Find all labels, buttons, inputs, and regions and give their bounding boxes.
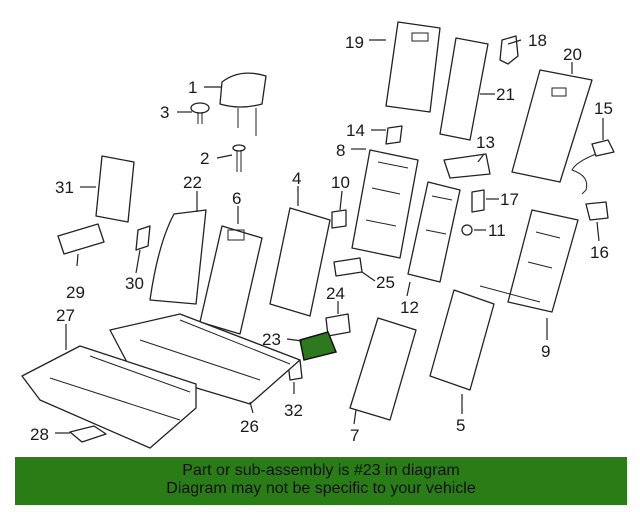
callout-28: 28: [30, 425, 49, 444]
part-6-backrest-cover: [199, 225, 263, 335]
callout-25: 25: [376, 273, 395, 292]
callout-31: 31: [55, 178, 74, 197]
part-31-panel: [95, 155, 135, 223]
part-10-clip: [331, 209, 347, 229]
part-28-clip: [69, 425, 107, 443]
part-4-backrest-cover: [269, 207, 331, 317]
part-21-panel: [439, 37, 489, 141]
part-13-bracket: [443, 153, 491, 179]
callout-4: 4: [292, 169, 301, 188]
part-16-clip: [585, 201, 609, 221]
part-27-seat-cover: [21, 345, 197, 449]
banner-line-1: Part or sub-assembly is #23 in diagram: [182, 462, 460, 479]
part-11-grommet: [461, 224, 473, 236]
callout-8: 8: [336, 141, 345, 160]
part-7-backrest-cover: [349, 317, 417, 421]
callout-2: 2: [200, 149, 209, 168]
callout-23: 23: [262, 330, 281, 349]
callout-24: 24: [326, 284, 345, 303]
callout-10: 10: [331, 173, 350, 192]
leader-lines: [55, 39, 604, 434]
callout-11: 11: [488, 221, 506, 240]
part-22-side-bolster: [149, 209, 207, 305]
callout-16: 16: [590, 243, 609, 262]
part-24-trim: [325, 313, 351, 337]
callout-13: 13: [476, 133, 495, 152]
part-3-guide: [190, 102, 210, 124]
callout-18: 18: [528, 31, 547, 50]
callout-22: 22: [183, 173, 202, 192]
callout-14: 14: [346, 121, 365, 140]
callout-17: 17: [500, 190, 519, 209]
part-17-bracket: [471, 189, 485, 213]
parts-diagram: 1 3 2 31 22 6 4 10 8 19 18 20 21 14 13 1…: [21, 21, 615, 449]
part-20-backrest-panel: [511, 69, 593, 183]
callout-20: 20: [563, 45, 582, 64]
callout-30: 30: [125, 274, 144, 293]
callout-29: 29: [66, 283, 85, 302]
callout-9: 9: [541, 342, 550, 361]
banner-line-2: Diagram may not be specific to your vehi…: [166, 480, 476, 497]
callout-19: 19: [345, 33, 364, 52]
callout-32: 32: [284, 401, 303, 420]
callout-12: 12: [400, 298, 419, 317]
part-5-backrest-cover: [429, 289, 495, 391]
callout-6: 6: [232, 189, 241, 208]
part-14-clip: [385, 125, 403, 145]
part-9-frame: [479, 209, 579, 313]
part-18-bracket: [499, 35, 519, 65]
part-23-armrest: [299, 331, 338, 361]
info-banner: Part or sub-assembly is #23 in diagram D…: [15, 457, 627, 505]
part-8-backrest-frame: [351, 149, 419, 259]
part-19-back-panel: [385, 21, 441, 113]
callout-3: 3: [160, 103, 169, 122]
part-29-pad: [57, 223, 105, 255]
callout-5: 5: [456, 416, 465, 435]
part-30-bracket: [135, 225, 151, 251]
callout-15: 15: [594, 99, 613, 118]
part-1-headrest: [219, 72, 267, 136]
callout-1: 1: [188, 78, 197, 97]
part-15-wire-harness: [571, 139, 615, 195]
callout-21: 21: [496, 85, 515, 104]
part-12-frame: [407, 181, 461, 283]
part-2-pin: [232, 144, 246, 172]
callout-7: 7: [350, 426, 359, 445]
part-25-bracket: [333, 257, 363, 277]
callout-27: 27: [56, 306, 75, 325]
callout-26: 26: [240, 417, 259, 436]
